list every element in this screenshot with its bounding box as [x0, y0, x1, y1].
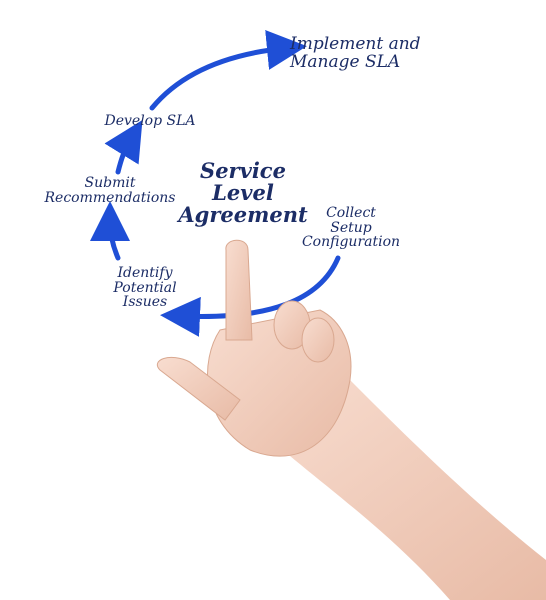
step-identify-label: Identify Potential Issues	[113, 265, 177, 311]
arrow-submit-to-develop	[104, 119, 143, 175]
step-collect-label: Collect Setup Configuration	[301, 205, 401, 251]
arrow-develop-to-implement	[149, 30, 307, 111]
step-implement-label: Implement and Manage SLA	[290, 34, 421, 72]
center-title: Service Level Agreement	[178, 158, 308, 228]
arrow-identify-to-submit	[90, 201, 131, 261]
step-develop-label: Develop SLA	[104, 113, 196, 129]
step-submit-label: Submit Recommendations	[44, 175, 176, 206]
